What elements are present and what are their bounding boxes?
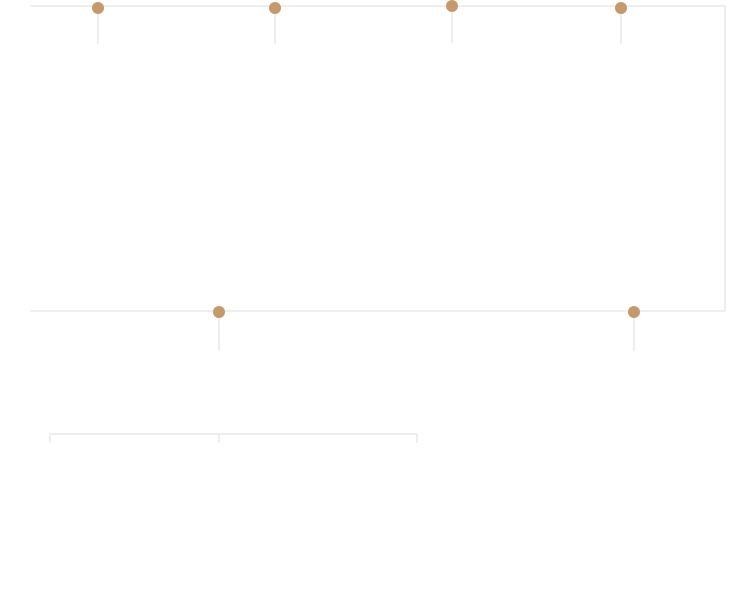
milestone-node[interactable] [615,2,627,14]
milestone-row-1-4[interactable] [615,2,627,44]
milestone-row-2-1[interactable] [213,306,225,351]
milestone-node[interactable] [92,2,104,14]
milestone-node[interactable] [628,306,640,318]
milestone-node[interactable] [213,306,225,318]
milestone-node[interactable] [446,0,458,12]
milestone-row-1-3[interactable] [446,0,458,43]
milestone-row-1-2[interactable] [269,2,281,44]
timeline-track-row-3 [49,433,418,443]
milestone-row-1-1[interactable] [92,2,104,44]
timeline-track-row-1 [30,5,726,311]
milestone-node[interactable] [269,2,281,14]
milestone-row-2-2[interactable] [628,306,640,351]
